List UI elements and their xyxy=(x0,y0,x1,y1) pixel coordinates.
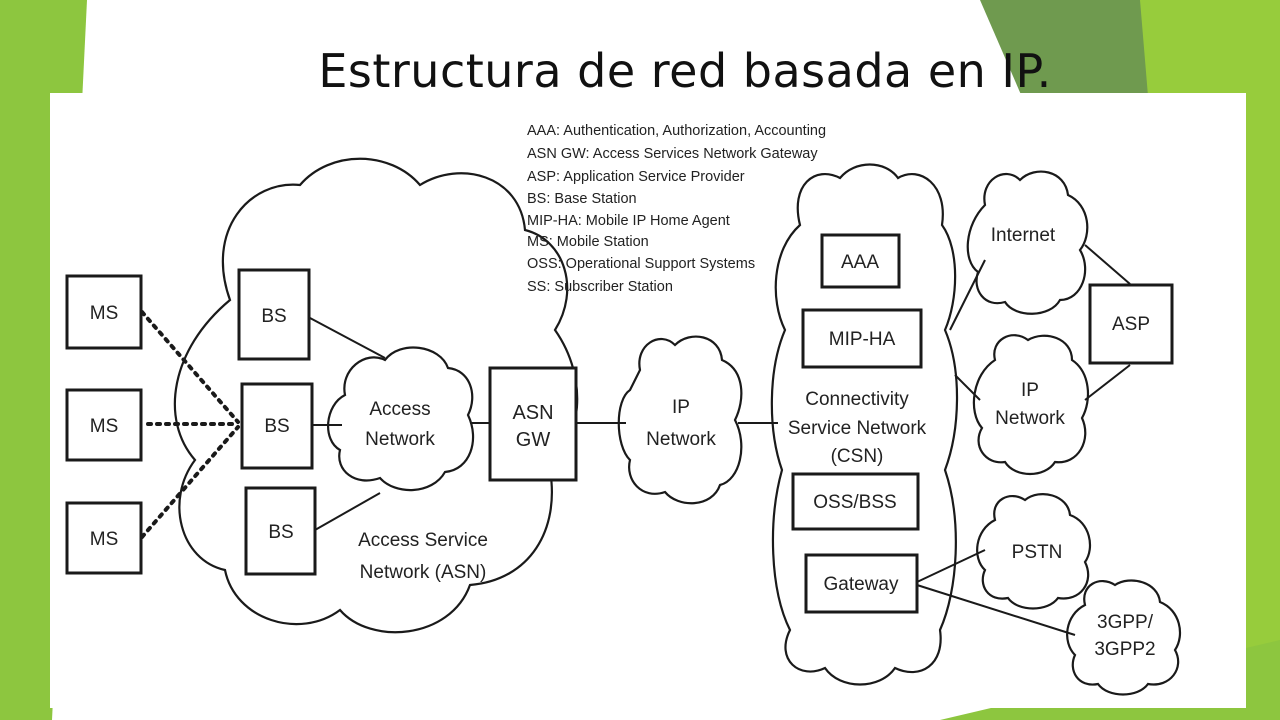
ip-network-right-label: IP xyxy=(1021,380,1039,401)
ip-network-center-label: IP xyxy=(672,397,690,418)
legend-line: ASP: Application Service Provider xyxy=(527,169,745,185)
access-network-cloud xyxy=(326,346,475,492)
asn-gw-box xyxy=(488,366,578,482)
legend-line: MIP-HA: Mobile IP Home Agent xyxy=(527,213,730,229)
ms-2-label: MS xyxy=(90,416,119,437)
ip-network-right-label: Network xyxy=(995,408,1065,429)
access-network-label: Network xyxy=(365,429,435,450)
acronym-legend: AAA: Authentication, Authorization, Acco… xyxy=(527,123,826,295)
aaa-label: AAA xyxy=(841,252,879,273)
threegpp-cloud xyxy=(1066,579,1182,696)
bs-1-label: BS xyxy=(261,306,286,327)
mip-ha-label: MIP-HA xyxy=(829,329,896,350)
bs3-access-link xyxy=(314,492,381,531)
ms-1-label: MS xyxy=(90,303,119,324)
threegpp-label: 3GPP/ xyxy=(1097,612,1154,633)
legend-line: BS: Base Station xyxy=(527,191,637,207)
slide-title: Estructura de red basada en IP. xyxy=(318,44,1052,98)
pstn-label: PSTN xyxy=(1012,542,1063,563)
legend-line: AAA: Authentication, Authorization, Acco… xyxy=(527,123,826,139)
bs-1-box xyxy=(237,268,311,361)
ipright-asp-link xyxy=(1084,364,1131,401)
ms-3-label: MS xyxy=(90,529,119,550)
ms-3-box xyxy=(65,501,143,575)
gateway-3gpp-link xyxy=(916,584,1076,636)
oss-bss-box xyxy=(791,472,920,531)
gateway-pstn-link xyxy=(916,549,986,583)
legend-line: MS: Mobile Station xyxy=(527,234,649,250)
internet-label: Internet xyxy=(991,225,1056,246)
internet-asp-link xyxy=(1084,244,1131,285)
legend-line: OSS: Operational Support Systems xyxy=(527,256,755,272)
bs-3-box xyxy=(244,486,317,576)
ms-2-box xyxy=(65,388,143,462)
oss-bss-label: OSS/BSS xyxy=(813,492,896,513)
threegpp-label: 3GPP2 xyxy=(1094,639,1155,660)
csn-ipright-link xyxy=(954,374,981,401)
aaa-box xyxy=(820,233,901,289)
csn-label: Service Network xyxy=(788,418,927,439)
asn-label: Access Service xyxy=(358,530,488,551)
ms1-bs2-wireless-link xyxy=(140,310,240,424)
ip-network-center-label: Network xyxy=(646,429,716,450)
bs1-access-link xyxy=(309,317,386,359)
asn-gw-label: GW xyxy=(516,429,551,451)
asp-label: ASP xyxy=(1112,314,1150,335)
asn-gw-label: ASN xyxy=(512,402,553,424)
csn-label: (CSN) xyxy=(831,446,884,467)
bs-2-label: BS xyxy=(264,416,289,437)
gateway-box xyxy=(804,553,919,614)
legend-line: ASN GW: Access Services Network Gateway xyxy=(527,146,818,162)
gateway-label: Gateway xyxy=(824,574,899,595)
pstn-cloud xyxy=(976,493,1092,610)
mip-ha-box xyxy=(801,308,923,369)
bs-2-box xyxy=(240,382,314,470)
csn-label: Connectivity xyxy=(805,389,909,410)
legend-line: SS: Subscriber Station xyxy=(527,279,673,295)
asn-label: Network (ASN) xyxy=(360,562,487,583)
access-network-label: Access xyxy=(369,399,430,420)
ip-network-center-cloud xyxy=(617,335,743,505)
ms-1-box xyxy=(65,274,143,350)
bs-3-label: BS xyxy=(268,522,293,543)
csn-internet-link xyxy=(949,259,986,331)
ip-network-right-cloud xyxy=(972,334,1089,475)
ms3-bs2-wireless-link xyxy=(140,425,240,539)
asp-box xyxy=(1088,283,1174,365)
